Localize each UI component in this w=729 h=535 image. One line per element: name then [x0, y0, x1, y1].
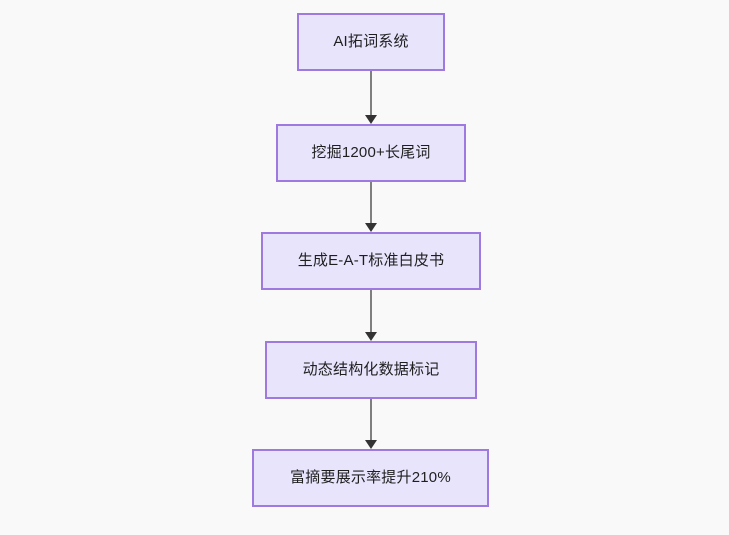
arrowhead-icon — [365, 115, 377, 124]
flow-node-n2[interactable]: 挖掘1200+长尾词 — [276, 124, 466, 182]
flow-node-label: 生成E-A-T标准白皮书 — [297, 252, 445, 269]
flow-arrow-n3-to-n4 — [356, 290, 386, 341]
flow-node-label: AI拓词系统 — [333, 33, 409, 50]
flow-node-n3[interactable]: 生成E-A-T标准白皮书 — [261, 232, 481, 290]
flow-node-n5[interactable]: 富摘要展示率提升210% — [252, 449, 489, 507]
flow-arrow-n1-to-n2 — [356, 71, 386, 124]
flow-node-label: 动态结构化数据标记 — [302, 361, 440, 378]
flow-node-label: 富摘要展示率提升210% — [290, 469, 451, 486]
flow-node-n1[interactable]: AI拓词系统 — [297, 13, 445, 71]
flow-node-n4[interactable]: 动态结构化数据标记 — [265, 341, 477, 399]
flow-node-label: 挖掘1200+长尾词 — [311, 144, 431, 161]
flow-arrow-n4-to-n5 — [356, 399, 386, 449]
arrowhead-icon — [365, 332, 377, 341]
arrowhead-icon — [365, 440, 377, 449]
flow-arrow-n2-to-n3 — [356, 182, 386, 232]
arrowhead-icon — [365, 223, 377, 232]
